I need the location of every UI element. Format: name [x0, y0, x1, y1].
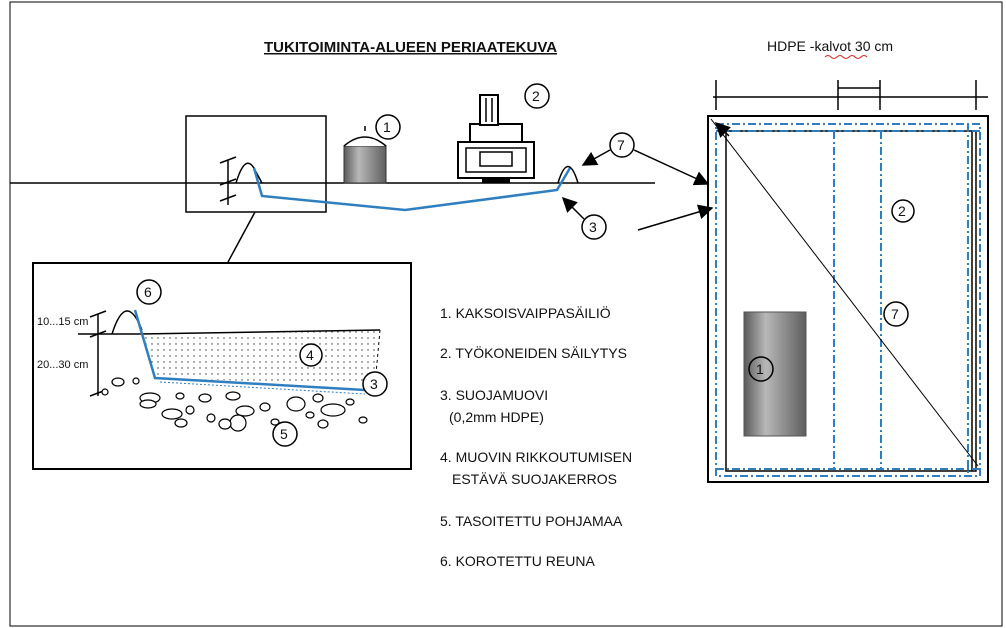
legend-item-2: 2. TYÖKONEIDEN SÄILYTYS: [440, 344, 627, 361]
legend-item-3-note: (0,2mm HDPE): [449, 409, 544, 425]
dimension-bottom-label: 20...30 cm: [37, 359, 88, 371]
page-frame: [9, 1, 1003, 627]
marker-membrane: 3: [589, 219, 597, 235]
marker-detail-edge-circle: [136, 279, 162, 305]
detail-tick: [89, 330, 107, 338]
legend-item-6: 6. KOROTETTU REUNA: [440, 553, 595, 569]
plan-outer-box: [707, 115, 989, 483]
marker-edge: 7: [617, 137, 625, 153]
membrane-section: [252, 167, 572, 212]
marker-plan-tank-circle: [748, 356, 774, 382]
marker-detail-ground-circle: [272, 421, 298, 447]
tank-roof: [343, 136, 387, 147]
marker-tank-circle: [375, 114, 401, 140]
legend-item-4: 4. MUOVIN RIKKOUTUMISEN: [440, 449, 632, 465]
plan-diagonal-arrow: [714, 121, 731, 138]
legend-item-4-cont: ESTÄVÄ SUOJAKERROS: [452, 471, 617, 487]
arrow-to-plan-edge: [633, 149, 710, 186]
spellcheck-underline: [824, 55, 868, 59]
arrow-to-edge: [581, 149, 611, 166]
legend-item-1: 1. KAKSOISVAIPPASÄILIÖ: [440, 304, 611, 321]
layer-top-line: [139, 329, 381, 335]
marker-membrane-circle: [581, 214, 607, 240]
detail-callout-box: [185, 115, 327, 213]
marker-plan-machine-circle: [891, 199, 915, 223]
marker-machine: 2: [532, 88, 540, 104]
marker-detail-layer: 4: [306, 347, 314, 363]
detail-box: [32, 262, 412, 470]
diagram-title: TUKITOIMINTA-ALUEEN PERIAATEKUVA: [264, 39, 557, 56]
plan-diagonal: [710, 118, 979, 467]
marker-detail-layer-circle: [299, 343, 323, 367]
detail-leader-line: [227, 211, 256, 263]
legend-item-5: 5. TASOITETTU POHJAMAA: [440, 513, 623, 529]
inset-tick: [219, 156, 237, 164]
marker-plan-machine: 2: [898, 203, 906, 219]
legend-item-3: 3. SUOJAMUOVI: [440, 387, 548, 403]
plan-tank-icon: [743, 311, 807, 437]
marker-plan-tank: 1: [756, 361, 764, 377]
detail-tick: [89, 310, 107, 318]
protective-layer-fill: [140, 330, 380, 385]
machine-icon: [457, 94, 535, 183]
inset-tick: [219, 178, 237, 186]
tank-icon: [343, 145, 387, 184]
marker-plan-edge-circle: [883, 301, 909, 327]
marker-machine-circle: [524, 83, 550, 109]
right-raised-edge: [557, 165, 579, 184]
marker-edge-circle: [609, 132, 635, 158]
marker-detail-membrane: 3: [370, 376, 378, 392]
marker-tank: 1: [383, 119, 391, 135]
detail-membrane: [133, 309, 366, 392]
marker-detail-edge: 6: [144, 284, 152, 300]
marker-plan-edge: 7: [891, 306, 899, 322]
marker-detail-ground: 5: [280, 426, 288, 442]
marker-detail-membrane-circle: [362, 371, 388, 397]
plan-membrane-outline: [715, 123, 981, 477]
arrow-to-membrane: [561, 196, 585, 220]
hdpe-label: HDPE -kalvot 30 cm: [767, 38, 893, 54]
inset-tick: [219, 194, 237, 202]
ground-stones: [101, 377, 368, 432]
arrow-to-plan-membrane: [637, 204, 714, 231]
dimension-top-label: 10...15 cm: [37, 316, 88, 328]
